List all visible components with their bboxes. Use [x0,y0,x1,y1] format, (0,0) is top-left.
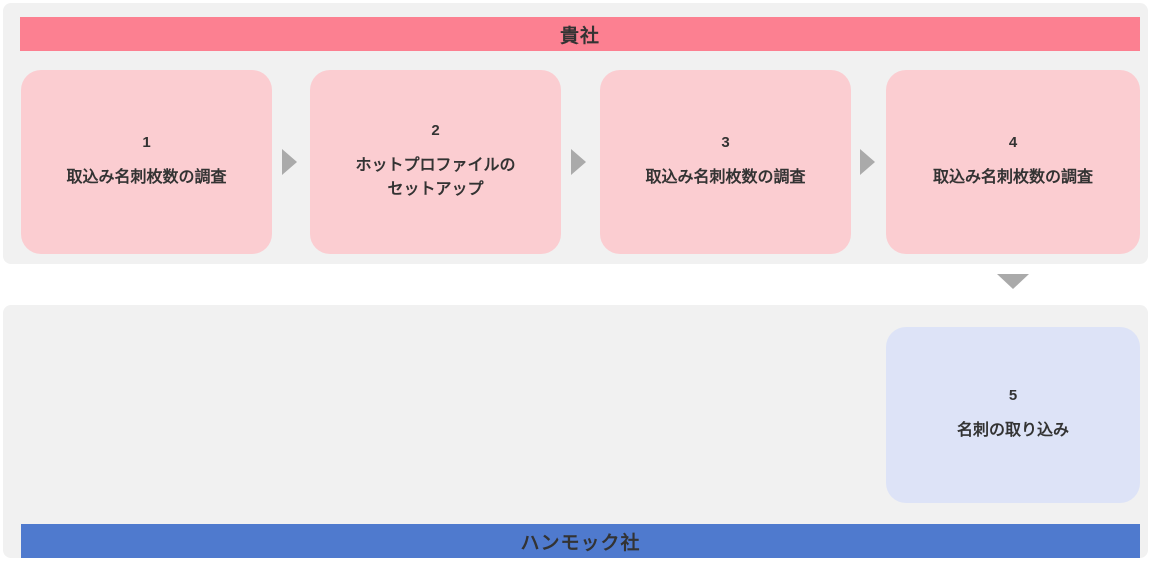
arrow-right-icon-3-4 [860,149,875,175]
step-label-3: 取込み名刺枚数の調査 [645,168,806,186]
step-number-3: 3 [721,133,730,151]
swimlane-bottom-title: ハンモック社 [520,532,641,554]
swimlane-bottom-title-bar: ハンモック社 [21,524,1140,558]
step-box-4[interactable]: 4 取込み名刺枚数の調査 [886,70,1140,254]
step-box-3[interactable]: 3 取込み名刺枚数の調査 [600,70,851,254]
swimlane-top-title: 貴社 [559,25,600,47]
step-box-2[interactable]: 2 ホットプロファイルの セットアップ [310,70,561,254]
step-box-1[interactable]: 1 取込み名刺枚数の調査 [21,70,272,254]
step-label-4: 取込み名刺枚数の調査 [932,168,1093,186]
arrow-right-icon-2-3 [571,149,586,175]
step-number-4: 4 [1008,133,1018,151]
step-number-5: 5 [1008,386,1018,404]
step-label-1: 取込み名刺枚数の調査 [66,168,227,186]
step-number-1: 1 [142,133,151,151]
step-label-2: ホットプロファイルの セットアップ [355,157,516,198]
step-label-5: 名刺の取り込み [956,421,1069,439]
step-box-5[interactable]: 5 名刺の取り込み [886,327,1140,503]
arrow-down-icon-4-5 [997,274,1029,289]
swimlane-top-title-bar: 貴社 [20,17,1140,51]
step-number-2: 2 [431,122,440,140]
arrow-right-icon-1-2 [282,149,297,175]
